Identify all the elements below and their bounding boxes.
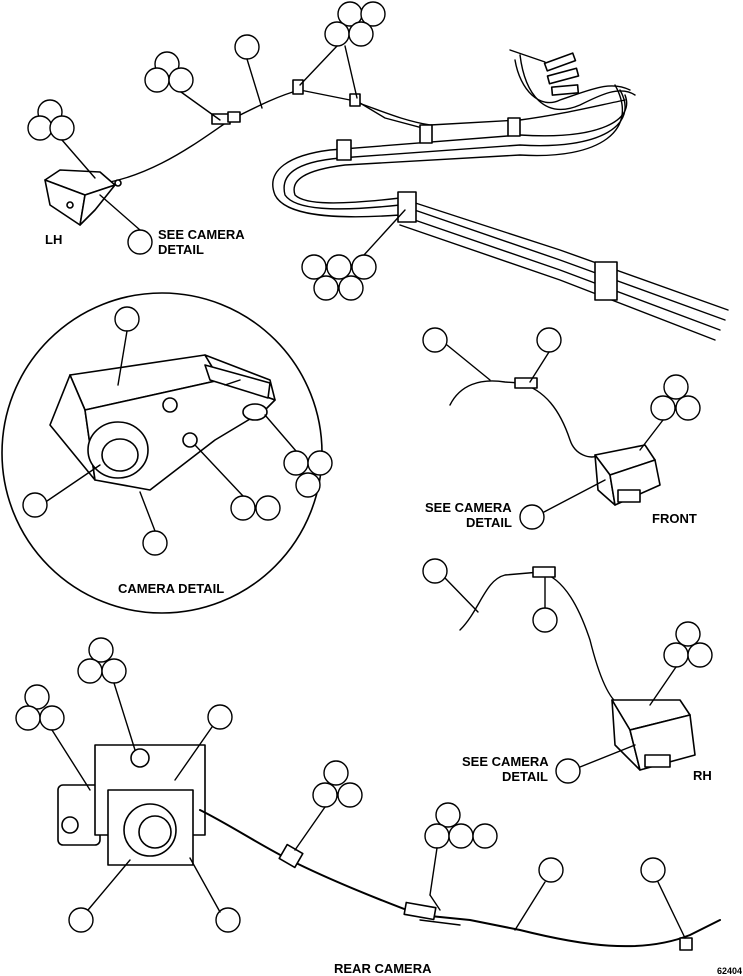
label-lh: LH [45,232,62,247]
label-see-camera-detail-rh: SEE CAMERA [462,754,549,769]
text-labels: LH SEE CAMERA DETAIL CAMERA DETAIL SEE C… [45,227,742,976]
label-detail-lh: DETAIL [158,242,204,257]
label-figure-number: 62404 [717,966,742,976]
label-rh: RH [693,768,712,783]
rh-camera [459,566,696,771]
label-detail-front: DETAIL [466,515,512,530]
camera-detail-inset [1,292,323,614]
lh-camera [44,169,122,226]
rear-camera [57,744,721,951]
label-rear-camera: REAR CAMERA [334,961,432,976]
callout-bubbles-front [422,327,701,530]
label-camera-detail: CAMERA DETAIL [118,581,224,596]
label-see-camera-detail-lh: SEE CAMERA [158,227,245,242]
callout-bubbles-detail [22,306,333,556]
label-detail-rh: DETAIL [502,769,548,784]
callout-bubbles-rh [422,558,713,784]
callout-bubbles-rear [15,637,686,939]
callout-bubbles-top [27,1,406,301]
main-harness [89,49,729,341]
label-front: FRONT [652,511,697,526]
front-camera [449,377,661,506]
label-see-camera-detail-front: SEE CAMERA [425,500,512,515]
